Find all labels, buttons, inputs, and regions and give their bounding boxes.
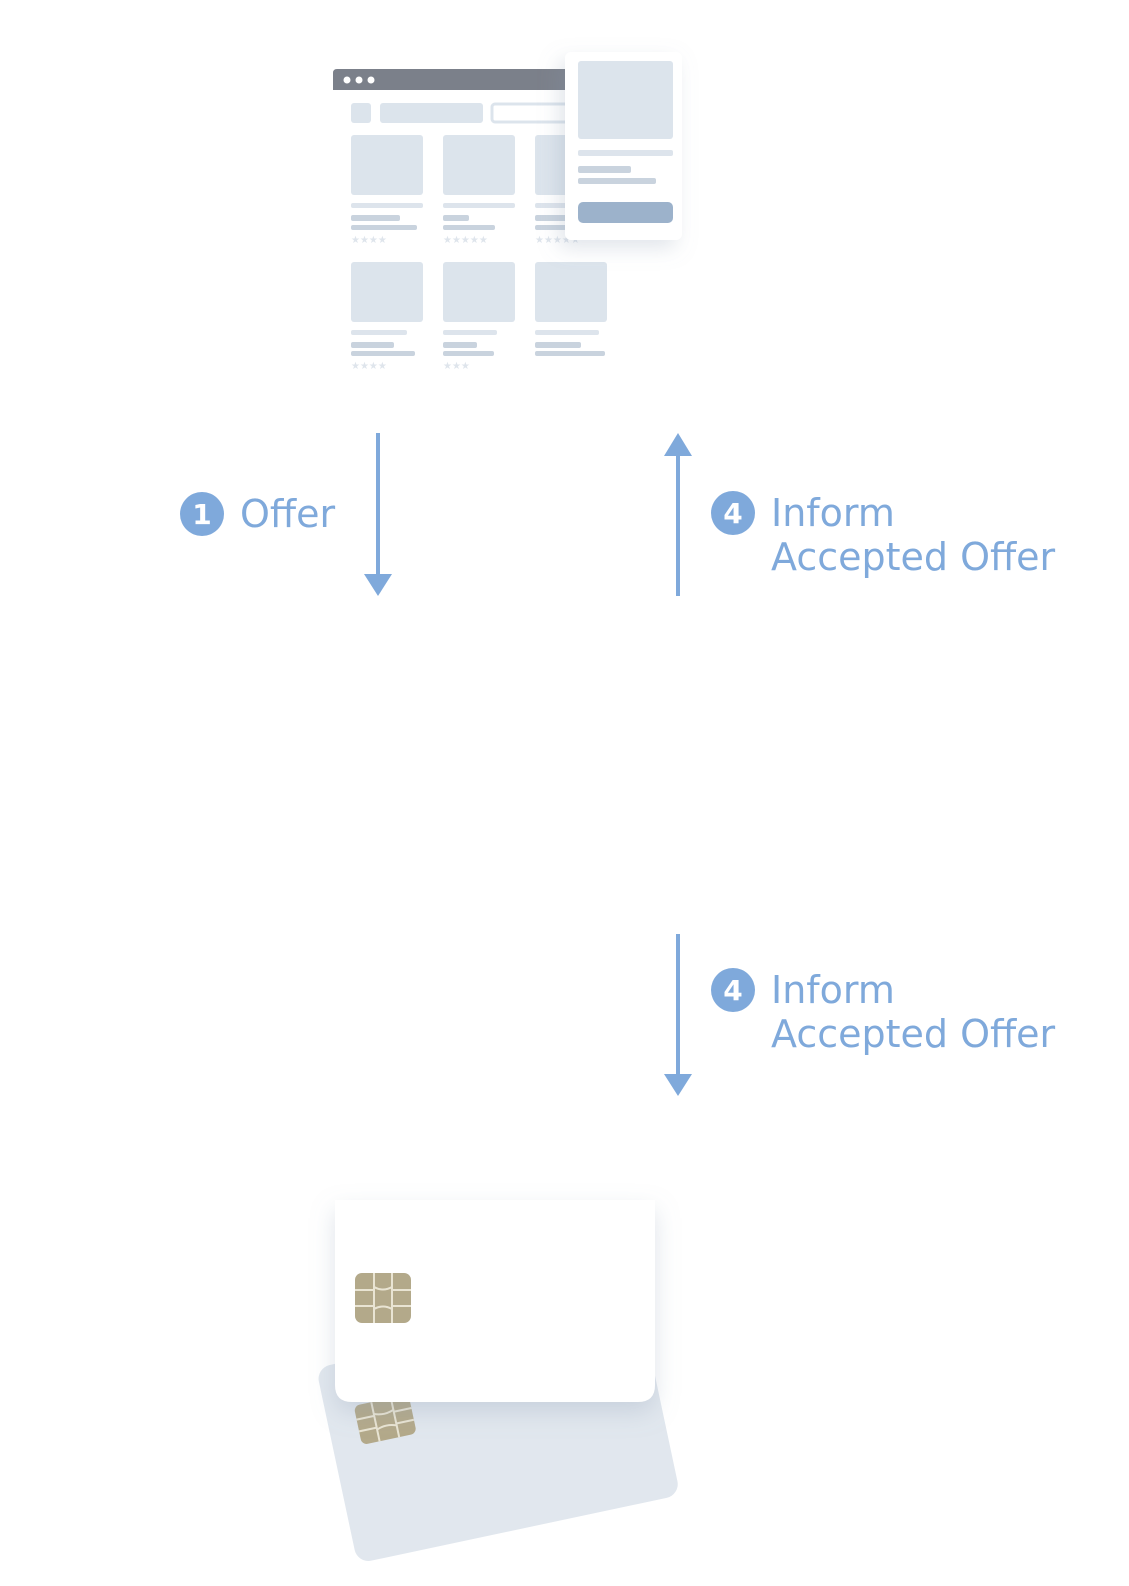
chip-icon bbox=[354, 1395, 416, 1444]
step-number-badge: 4 bbox=[711, 491, 755, 535]
step-text-line: Inform bbox=[771, 968, 895, 1012]
popup-line bbox=[578, 166, 631, 173]
svg-text:★★★★★: ★★★★★ bbox=[443, 235, 488, 246]
step-number-badge: 4 bbox=[711, 968, 755, 1012]
step-number-badge: 1 bbox=[180, 492, 224, 536]
product-tile: ★★★★ bbox=[351, 262, 423, 372]
svg-text:★★★: ★★★ bbox=[443, 361, 470, 372]
window-dot-icon bbox=[343, 76, 351, 84]
browser-title-bar bbox=[333, 69, 619, 90]
window-dot-icon bbox=[355, 76, 363, 84]
step-text-line: Accepted Offer bbox=[771, 535, 1056, 579]
step-inform-accepted-offer-lower: 4 Inform Accepted Offer bbox=[711, 968, 1055, 1056]
step-offer: 1 Offer bbox=[180, 492, 335, 536]
chip-icon bbox=[355, 1273, 411, 1323]
product-tile bbox=[535, 262, 607, 356]
svg-text:★★★★: ★★★★ bbox=[351, 361, 387, 372]
step-text: Inform Accepted Offer bbox=[771, 968, 1055, 1056]
product-tile: ★★★★★ bbox=[443, 135, 515, 246]
svg-text:★★★★★: ★★★★★ bbox=[535, 235, 580, 246]
popup-line bbox=[578, 178, 656, 184]
step-inform-accepted-offer-upper: 4 Inform Accepted Offer bbox=[711, 491, 1055, 579]
step-text-line: Accepted Offer bbox=[771, 1012, 1056, 1056]
product-tile: ★★★★ bbox=[351, 135, 423, 246]
popup-image bbox=[578, 61, 673, 139]
toolbar-nav bbox=[380, 103, 483, 123]
step-text: Offer bbox=[240, 492, 335, 536]
step-text-line: Inform bbox=[771, 491, 895, 535]
product-tile: ★★★ bbox=[443, 262, 515, 372]
toolbar-logo bbox=[351, 103, 371, 123]
step-text: Inform Accepted Offer bbox=[771, 491, 1055, 579]
svg-text:★★★★: ★★★★ bbox=[351, 235, 387, 246]
popup-button bbox=[578, 202, 673, 223]
popup-line bbox=[578, 150, 673, 156]
shop-illustration: ★★★★ ★★★★★ ★★★★★ ★★★★ bbox=[0, 0, 1129, 400]
browser-window-icon: ★★★★ ★★★★★ ★★★★★ ★★★★ bbox=[333, 52, 682, 379]
window-dot-icon bbox=[367, 76, 375, 84]
payment-card-front bbox=[335, 1200, 655, 1402]
step-text-line: Offer bbox=[240, 492, 336, 536]
